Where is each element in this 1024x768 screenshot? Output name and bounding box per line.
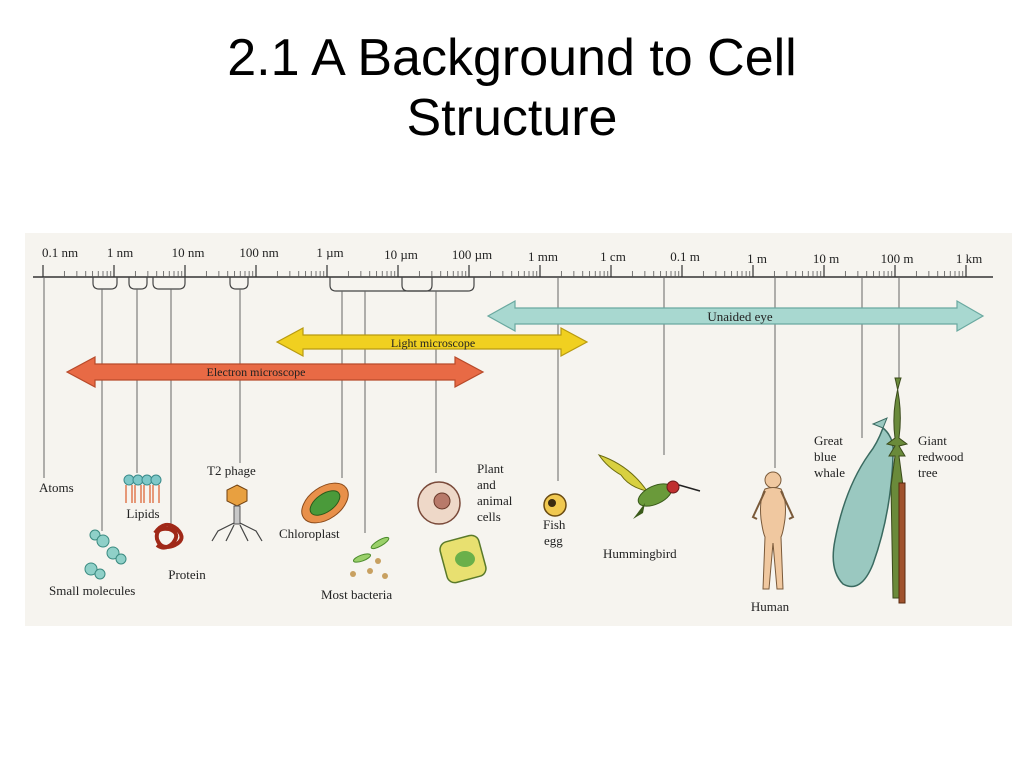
human-illustration [751, 471, 795, 590]
bracket-small-molecules [92, 277, 118, 290]
size-scale-figure: 0.1 nm 1 nm 10 nm 100 nm 1 µm 10 µm 100 … [25, 233, 1012, 626]
scale-label-10: 1 m [747, 251, 767, 266]
scale-label-1: 1 nm [107, 245, 133, 260]
label-most-bacteria: Most bacteria [321, 587, 392, 602]
label-redwood-2: redwood [918, 449, 964, 464]
bracket-bacteria [329, 277, 433, 292]
label-redwood-1: Giant [918, 433, 947, 448]
scale-label-6: 100 µm [452, 247, 492, 262]
title-line-1: 2.1 A Background to Cell [227, 29, 797, 87]
hummingbird-illustration [597, 454, 701, 519]
scale-label-9: 0.1 m [670, 249, 700, 264]
light-microscope-range-arrow [275, 326, 589, 358]
label-hummingbird: Hummingbird [603, 546, 677, 561]
scale-label-5: 10 µm [384, 247, 418, 262]
fish-egg-illustration [543, 493, 567, 517]
cells-illustration [417, 481, 487, 584]
lipids-illustration [123, 474, 162, 503]
label-protein: Protein [168, 567, 206, 582]
unaided-eye-label: Unaided eye [707, 309, 773, 324]
label-t2-phage: T2 phage [207, 463, 256, 478]
scale-label-7: 1 mm [528, 249, 558, 264]
label-cells-1: Plant [477, 461, 504, 476]
light-microscope-label: Light microscope [391, 336, 475, 350]
label-fish-egg-1: Fish [543, 517, 566, 532]
bacteria-illustration [350, 536, 390, 579]
label-whale-1: Great [814, 433, 843, 448]
label-redwood-3: tree [918, 465, 938, 480]
electron-microscope-range-arrow [65, 355, 485, 389]
small-molecules-illustration [84, 529, 127, 580]
scale-major-ticks [42, 265, 967, 277]
label-cells-3: animal [477, 493, 513, 508]
protein-illustration [153, 522, 184, 550]
slide-title: 2.1 A Background to Cell Structure [0, 28, 1024, 148]
scale-label-3: 100 nm [239, 245, 278, 260]
scale-label-0: 0.1 nm [42, 245, 78, 260]
scale-label-13: 1 km [956, 251, 982, 266]
label-human: Human [751, 599, 790, 614]
scale-label-12: 100 m [881, 251, 914, 266]
title-line-2: Structure [406, 89, 618, 147]
bracket-cells [401, 277, 475, 292]
size-scale-diagram: 0.1 nm 1 nm 10 nm 100 nm 1 µm 10 µm 100 … [25, 233, 1012, 626]
label-whale-2: blue [814, 449, 837, 464]
chloroplast-illustration [301, 482, 349, 524]
label-small-molecules: Small molecules [49, 583, 135, 598]
scale-label-11: 10 m [813, 251, 839, 266]
scale-brackets [92, 277, 475, 292]
scale-label-4: 1 µm [316, 245, 343, 260]
t2-phage-illustration [211, 484, 263, 542]
scale-minor-ticks [63, 271, 964, 277]
bracket-protein [152, 277, 186, 290]
electron-microscope-label: Electron microscope [207, 365, 306, 379]
label-chloroplast: Chloroplast [279, 526, 340, 541]
redwood-illustration [885, 377, 909, 604]
label-cells-2: and [477, 477, 496, 492]
scale-label-8: 1 cm [600, 249, 626, 264]
bracket-phage [229, 277, 249, 290]
scale-label-2: 10 nm [172, 245, 205, 260]
label-lipids: Lipids [126, 506, 159, 521]
bracket-lipids [128, 277, 148, 290]
label-fish-egg-2: egg [544, 533, 563, 548]
label-atoms: Atoms [39, 480, 74, 495]
label-whale-3: whale [814, 465, 845, 480]
unaided-eye-range-arrow [486, 299, 985, 333]
label-cells-4: cells [477, 509, 501, 524]
